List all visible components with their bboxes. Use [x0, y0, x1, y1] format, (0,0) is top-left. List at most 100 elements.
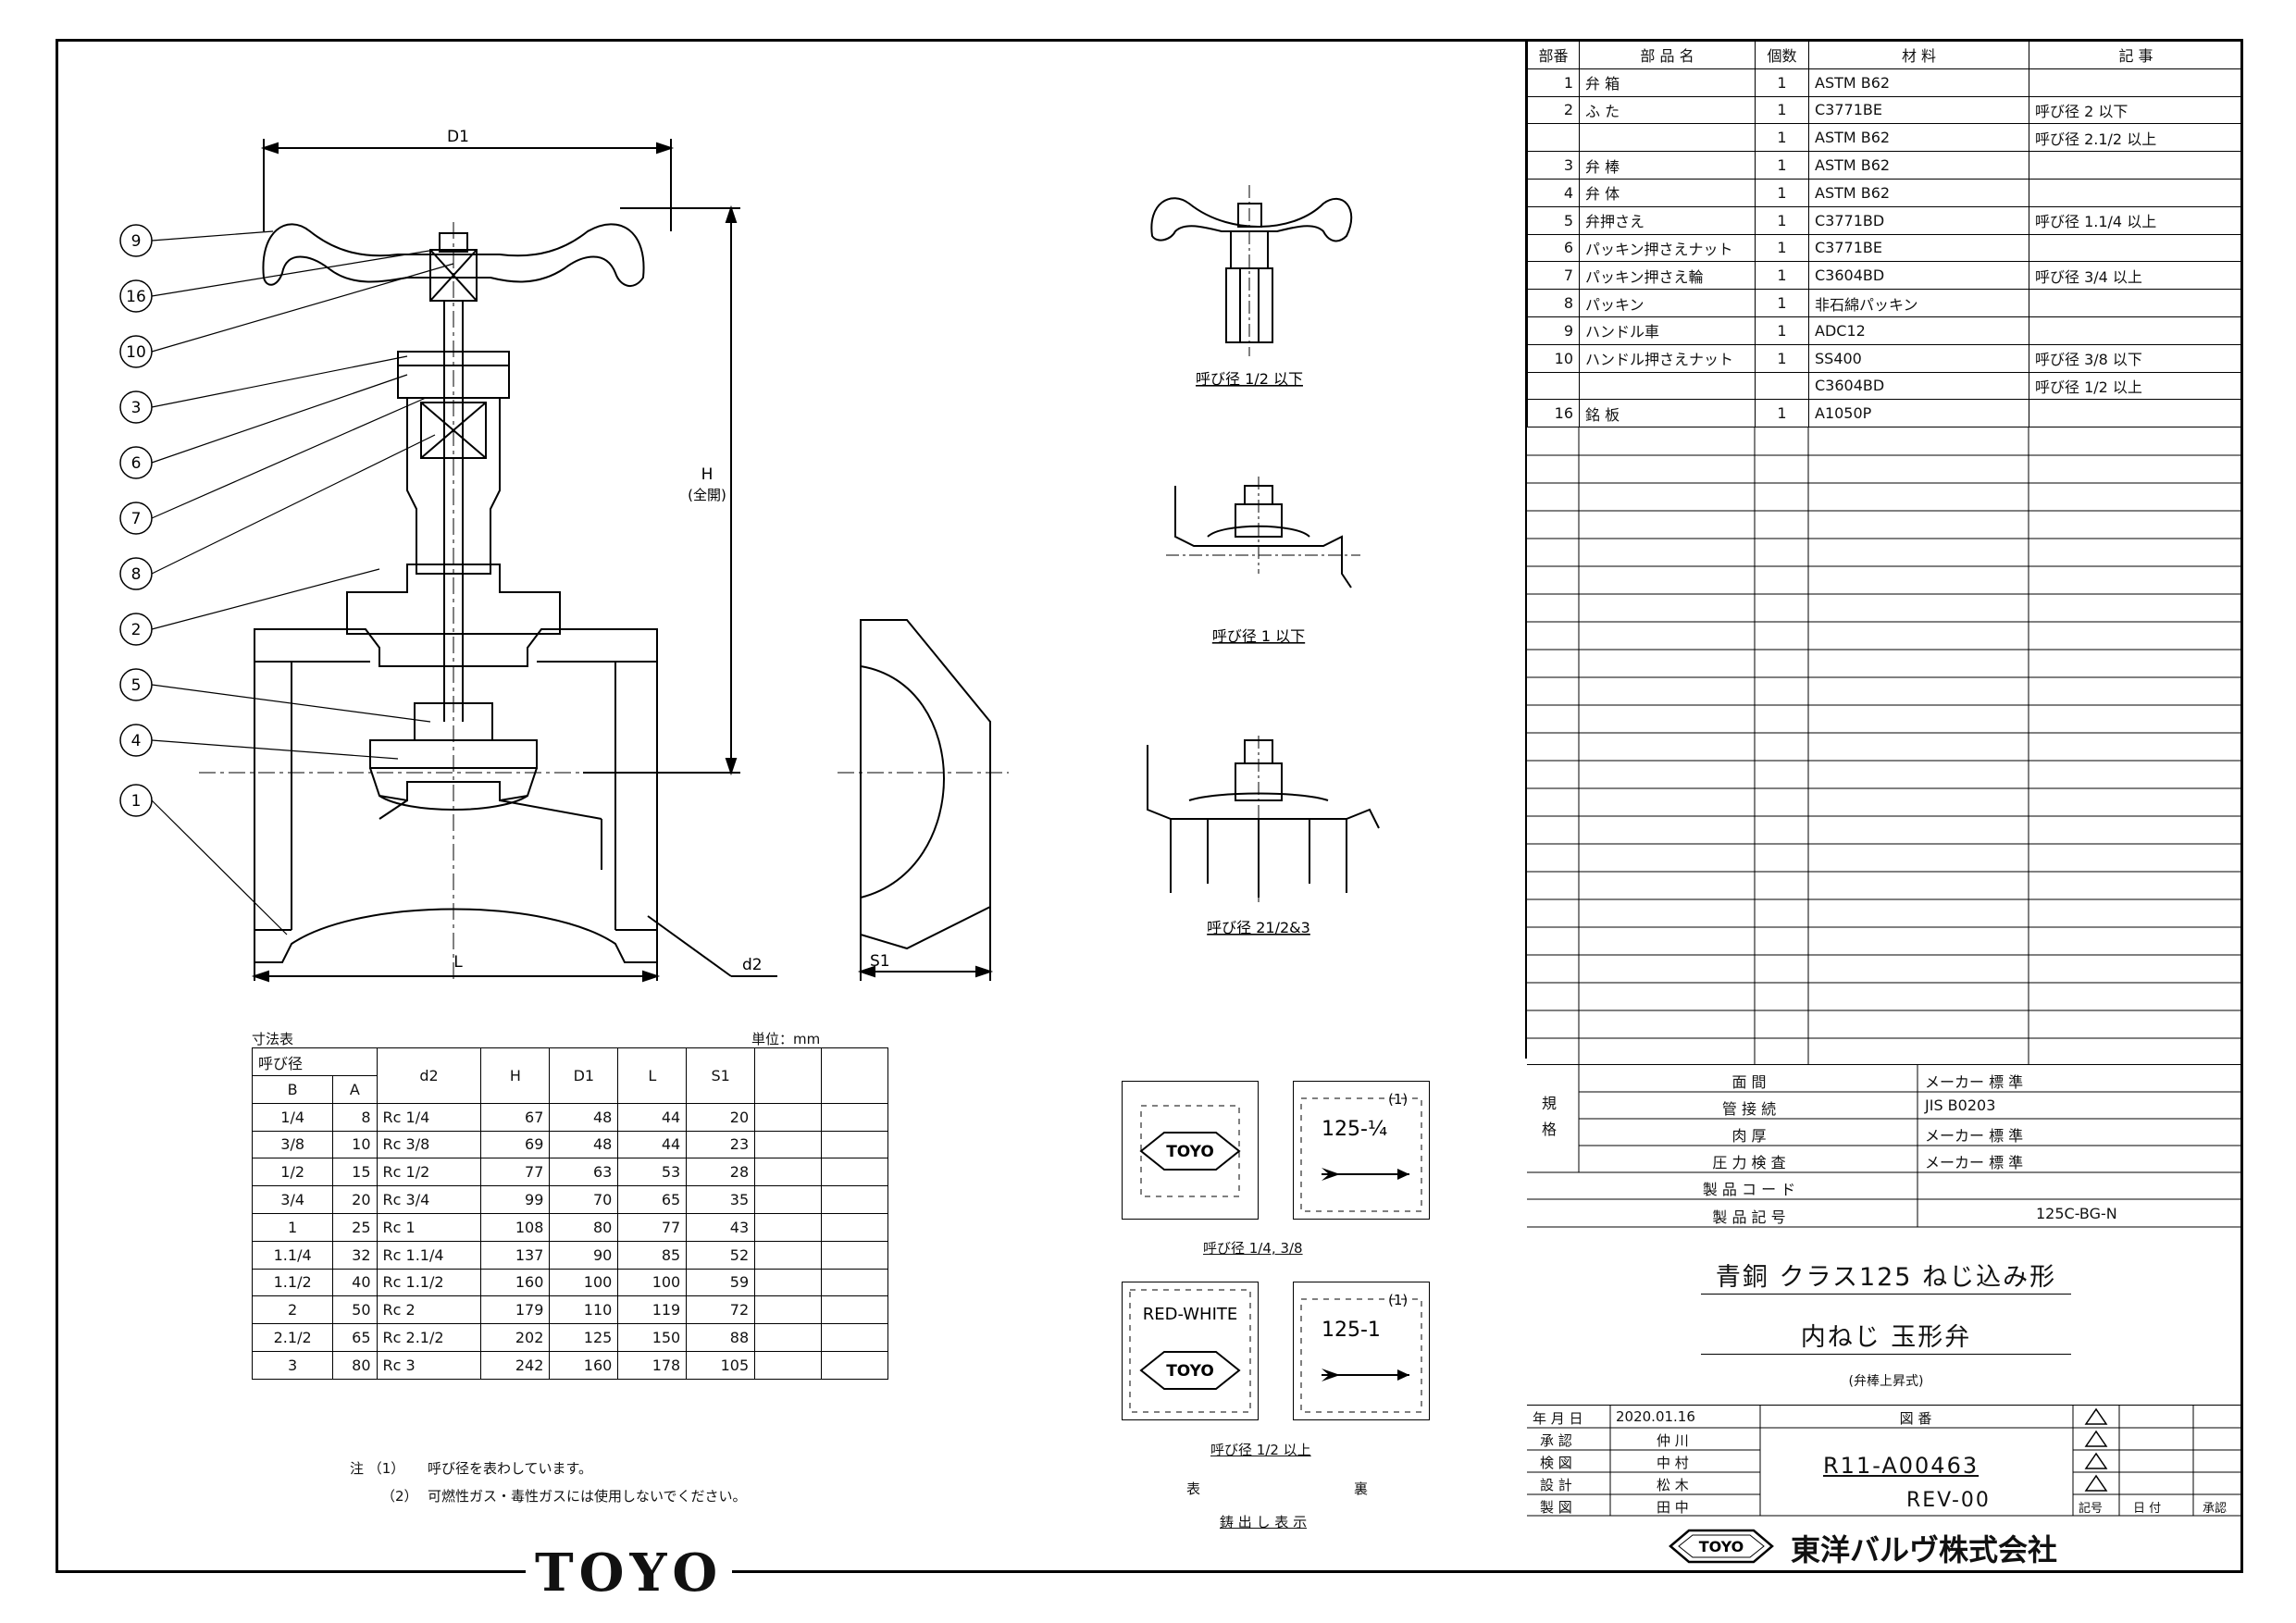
- rev-label-symbol: 記号: [2079, 1502, 2104, 1516]
- balloon-9: 9: [131, 232, 142, 251]
- dim-h-label: H: [701, 465, 714, 484]
- title-underline-1: [1701, 1294, 2071, 1295]
- marking-back-large-svg: (1) 125-1: [1300, 1292, 1422, 1413]
- dim-h-note: (全開): [688, 487, 726, 503]
- detail-view-3: 呼び径 21/2&3: [1147, 736, 1380, 936]
- balloon-6: 6: [131, 454, 142, 473]
- footer-brand-logo: TOYO: [526, 1545, 733, 1601]
- product-symbol: 125C-BG-N: [2036, 1205, 2117, 1222]
- dim-l-label: L: [453, 953, 463, 972]
- parts-header-remarks: 記 事: [2029, 41, 2243, 69]
- drawing-no-label: 図 番: [1899, 1410, 1932, 1427]
- approval-role-1: 承 認: [1540, 1432, 1572, 1449]
- detail-caption-2: 呼び径 1 以下: [1212, 627, 1305, 645]
- dim-header-d1: D1: [549, 1047, 619, 1104]
- detail-view-2: 呼び径 1 以下: [1166, 477, 1360, 645]
- company-name: 東洋バルヴ株式会社: [1791, 1532, 2058, 1567]
- valve-section-drawing: 9 16 10 3 6 7 8 2 5 4 1 D1 H (全開) L d2: [119, 130, 777, 983]
- dim-s1-label: S1: [870, 952, 890, 971]
- marking-front-small: TOYO: [1122, 1081, 1259, 1220]
- spec-name-6: 製 品 記 号: [1712, 1208, 1786, 1226]
- balloon-1: 1: [131, 792, 142, 811]
- dim-header-s1: S1: [686, 1047, 756, 1104]
- balloon-2: 2: [131, 621, 142, 639]
- footnote-mark-2: (1): [1388, 1292, 1408, 1308]
- company-logo-icon: TOYO: [1669, 1529, 1774, 1564]
- detail-caption-1: 呼び径 1/2 以下: [1196, 370, 1303, 388]
- approval-name-2: 中 村: [1657, 1455, 1689, 1471]
- balloon-10: 10: [126, 343, 146, 362]
- rev-label-date: 日 付: [2133, 1502, 2162, 1516]
- spec-name-2: 管 接 続: [1721, 1100, 1777, 1118]
- revision: REV-00: [1906, 1489, 1991, 1512]
- dim-table-unit: 単位：mm: [751, 1031, 821, 1047]
- marking-front-label: 表: [1186, 1481, 1201, 1497]
- svg-text:TOYO: TOYO: [1699, 1538, 1744, 1555]
- approval-name-3: 松 木: [1657, 1477, 1689, 1493]
- size-label-1: 125-¼: [1322, 1118, 1387, 1141]
- approval-block: 年 月 日 2020.01.16 図 番 承 認 仲 川 検 図 中 村 設 計…: [1527, 1405, 2243, 1517]
- marking-front-small-svg: TOYO: [1139, 1105, 1241, 1197]
- title-line-2: 内ねじ 玉形弁: [1800, 1323, 1972, 1352]
- parts-header-no: 部番: [1527, 41, 1580, 69]
- drawing-number: R11-A00463: [1823, 1453, 1980, 1479]
- parts-header-name: 部 品 名: [1579, 41, 1756, 69]
- approval-role-3: 設 計: [1540, 1477, 1572, 1493]
- dim-header-d2: d2: [376, 1047, 482, 1104]
- spec-name-4: 圧 力 検 査: [1712, 1154, 1786, 1171]
- title-line-3: (弁棒上昇式): [1848, 1374, 1924, 1389]
- title-line-1: 青銅 クラス125 ねじ込み形: [1715, 1263, 2057, 1292]
- dim-header-blank-2: [821, 1047, 888, 1104]
- approval-block-lines: [1527, 1406, 2243, 1517]
- approval-name-4: 田 中: [1657, 1499, 1689, 1516]
- marking-back-large: (1) 125-1: [1293, 1282, 1430, 1420]
- parts-empty-rows: [1527, 427, 2243, 1064]
- toyo-logo-2: TOYO: [1166, 1362, 1214, 1381]
- balloon-8: 8: [131, 565, 142, 584]
- spec-value-1: メーカー 標 準: [1925, 1073, 2024, 1091]
- spec-name-3: 肉 厚: [1731, 1127, 1767, 1145]
- drawing-date: 2020.01.16: [1616, 1408, 1695, 1425]
- dim-note-1-num: 注 （1）: [350, 1460, 405, 1477]
- balloon-7: 7: [131, 510, 142, 528]
- balloon-4: 4: [131, 732, 142, 750]
- balloon-5: 5: [131, 676, 142, 695]
- marking-back-small-svg: (1) 125-¼: [1300, 1091, 1422, 1212]
- marking-title: 鋳 出 し 表 示: [1220, 1514, 1308, 1530]
- dim-header-l: L: [617, 1047, 688, 1104]
- parts-list-panel: [1525, 39, 2243, 1059]
- dim-header-b: B: [251, 1075, 334, 1104]
- approval-role-2: 検 図: [1540, 1455, 1572, 1471]
- rev-label-approval: 承認: [2203, 1502, 2228, 1516]
- footnote-mark-1: (1): [1388, 1091, 1408, 1108]
- title-underline-2: [1701, 1354, 2071, 1355]
- approval-name-1: 仲 川: [1657, 1432, 1689, 1449]
- toyo-logo-1: TOYO: [1166, 1143, 1214, 1161]
- detail-caption-3: 呼び径 21/2&3: [1207, 919, 1310, 936]
- parts-header-row: 部番 部 品 名 個数 材 料 記 事: [1527, 41, 2243, 69]
- marking-front-large: RED-WHITE TOYO: [1122, 1282, 1259, 1420]
- dim-header-a: A: [332, 1075, 378, 1104]
- dim-table-title: 寸法表: [252, 1031, 294, 1047]
- red-white-label: RED-WHITE: [1143, 1305, 1238, 1324]
- spec-block-lines: [1527, 1065, 2243, 1228]
- dim-table-group-header: 呼び径: [252, 1047, 378, 1076]
- spec-name-5: 製 品 コ ー ド: [1702, 1181, 1796, 1198]
